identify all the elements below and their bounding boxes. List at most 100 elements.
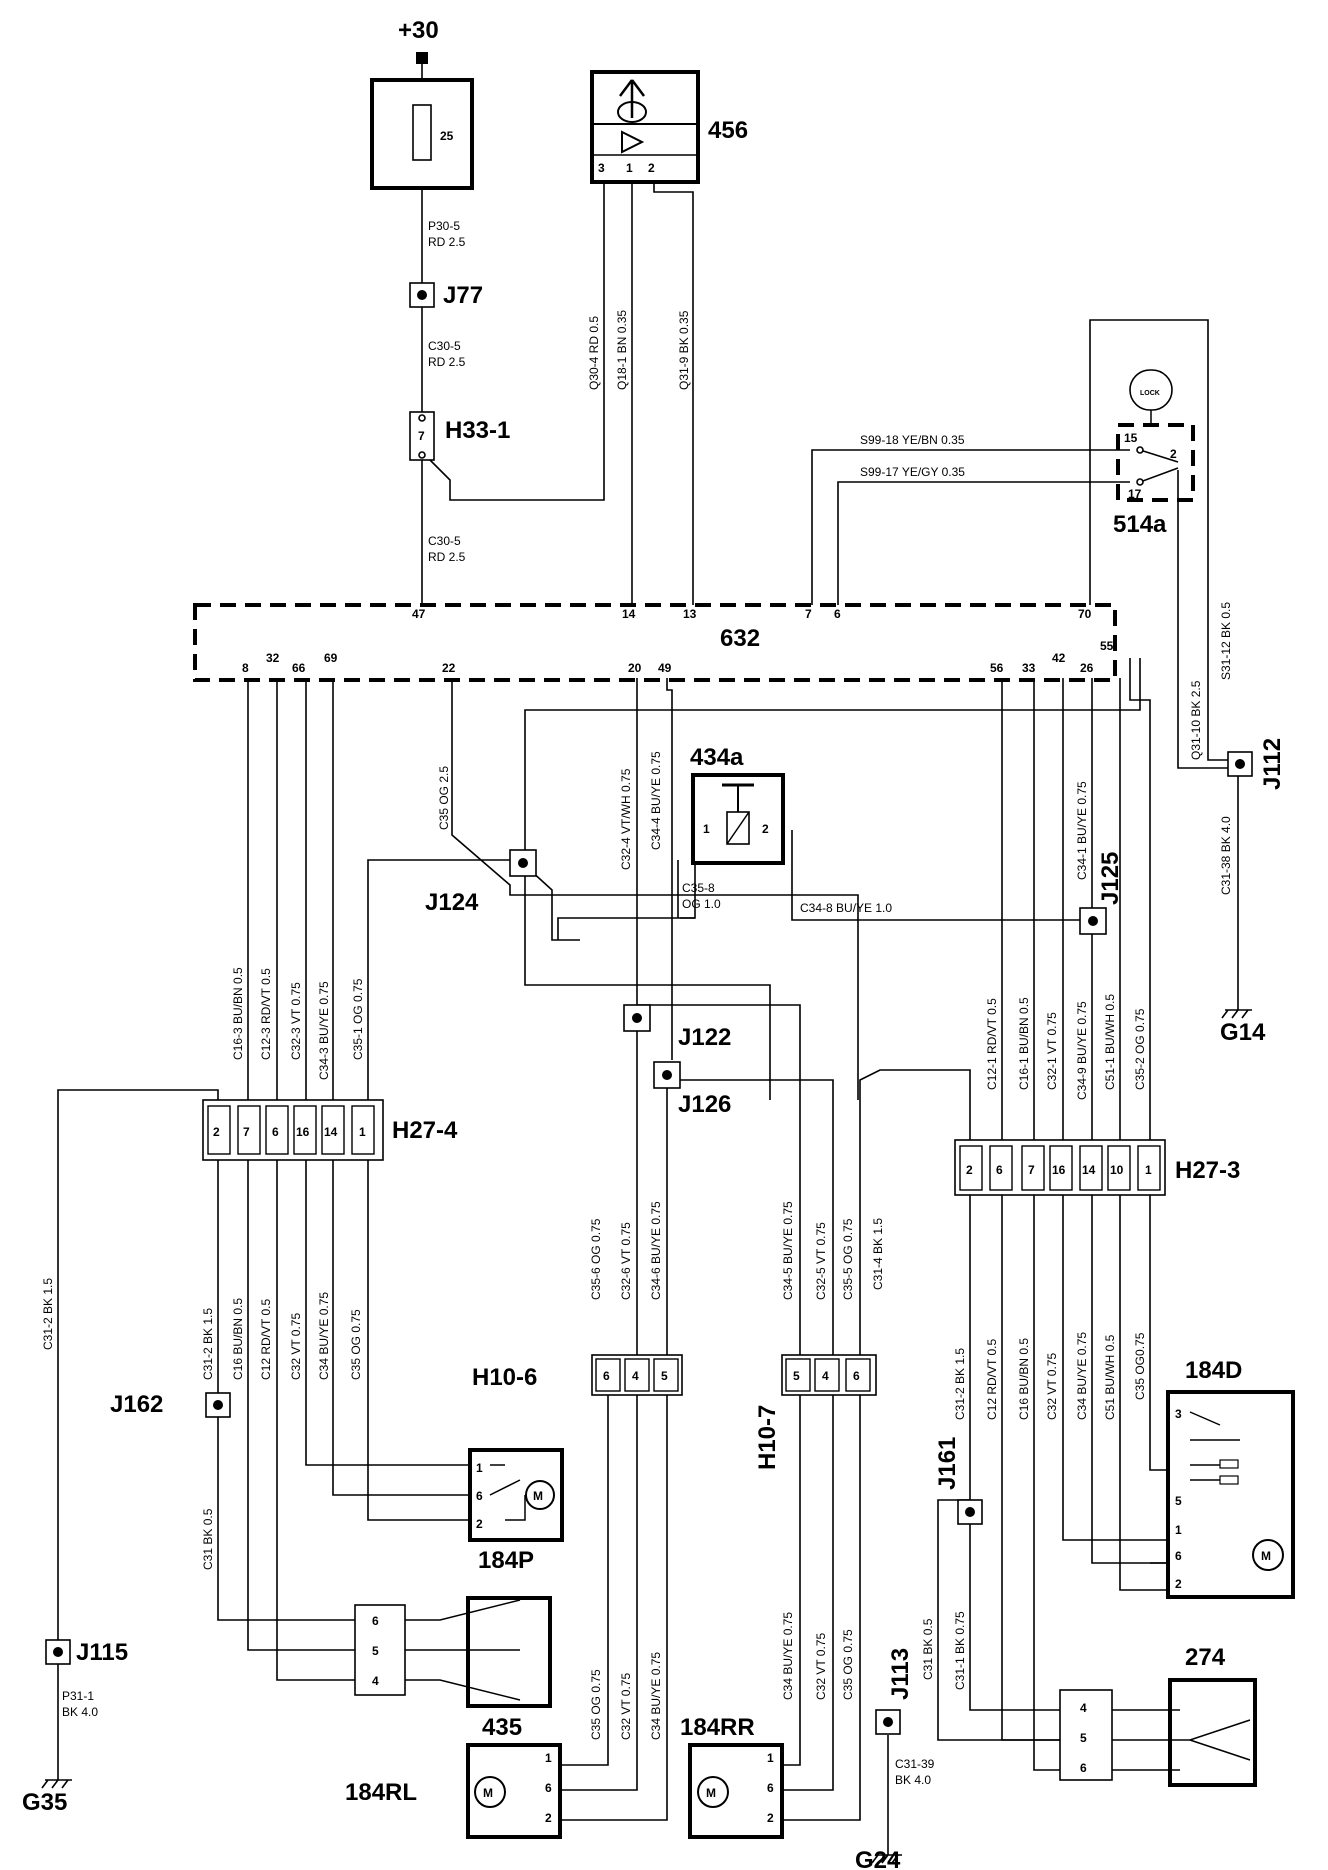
svg-text:C32-5 VT 0.75: C32-5 VT 0.75 bbox=[814, 1222, 828, 1300]
svg-text:J161: J161 bbox=[934, 1437, 961, 1490]
svg-text:55: 55 bbox=[1100, 639, 1114, 653]
svg-text:274: 274 bbox=[1185, 1644, 1226, 1671]
svg-text:G14: G14 bbox=[1220, 1019, 1266, 1046]
svg-text:C35-5 OG 0.75: C35-5 OG 0.75 bbox=[841, 1218, 855, 1300]
svg-text:H33-1: H33-1 bbox=[445, 417, 510, 444]
svg-text:5: 5 bbox=[793, 1369, 800, 1383]
svg-text:Q31-9 BK 0.35: Q31-9 BK 0.35 bbox=[677, 310, 691, 390]
svg-text:C32-6 VT 0.75: C32-6 VT 0.75 bbox=[619, 1222, 633, 1300]
svg-text:RD 2.5: RD 2.5 bbox=[428, 355, 466, 369]
svg-text:C16 BU/BN 0.5: C16 BU/BN 0.5 bbox=[1017, 1338, 1031, 1420]
svg-text:4: 4 bbox=[632, 1369, 639, 1383]
svg-text:C34 BU/YE 0.75: C34 BU/YE 0.75 bbox=[317, 1292, 331, 1380]
svg-text:2: 2 bbox=[767, 1811, 774, 1825]
svg-text:Q18-1 BN 0.35: Q18-1 BN 0.35 bbox=[615, 310, 629, 390]
svg-text:1: 1 bbox=[626, 161, 633, 175]
svg-text:17: 17 bbox=[1128, 487, 1142, 501]
junction-j126: J126 bbox=[653, 1061, 731, 1118]
svg-text:6: 6 bbox=[767, 1781, 774, 1795]
svg-text:49: 49 bbox=[658, 661, 672, 675]
svg-text:6: 6 bbox=[603, 1369, 610, 1383]
svg-text:6: 6 bbox=[853, 1369, 860, 1383]
svg-text:47: 47 bbox=[412, 607, 426, 621]
svg-text:6: 6 bbox=[476, 1489, 483, 1503]
switch-435: 435 bbox=[405, 1596, 552, 1741]
svg-text:C12-3 RD/VT 0.5: C12-3 RD/VT 0.5 bbox=[259, 968, 273, 1060]
svg-text:1: 1 bbox=[1175, 1523, 1182, 1537]
svg-text:7: 7 bbox=[1028, 1163, 1035, 1177]
svg-text:C32 VT 0.75: C32 VT 0.75 bbox=[619, 1673, 633, 1740]
svg-text:BK 4.0: BK 4.0 bbox=[895, 1773, 931, 1787]
svg-text:C34-5 BU/YE 0.75: C34-5 BU/YE 0.75 bbox=[781, 1201, 795, 1300]
svg-text:C34-9 BU/YE 0.75: C34-9 BU/YE 0.75 bbox=[1075, 1001, 1089, 1100]
connector-h27-4: 2 7 6 16 14 1 H27-4 bbox=[202, 1099, 458, 1161]
svg-text:32: 32 bbox=[266, 651, 280, 665]
svg-text:66: 66 bbox=[292, 661, 306, 675]
svg-text:6: 6 bbox=[545, 1781, 552, 1795]
svg-text:14: 14 bbox=[622, 607, 636, 621]
wires bbox=[57, 58, 1252, 1855]
svg-text:C34-1 BU/YE 0.75: C34-1 BU/YE 0.75 bbox=[1075, 781, 1089, 880]
svg-text:C34-6 BU/YE 0.75: C34-6 BU/YE 0.75 bbox=[649, 1201, 663, 1300]
ecu-632: 632 47 14 13 7 6 70 8 32 66 69 22 20 49 … bbox=[193, 603, 1117, 682]
svg-text:1: 1 bbox=[359, 1125, 366, 1139]
svg-text:2: 2 bbox=[762, 822, 769, 836]
svg-text:434a: 434a bbox=[690, 744, 744, 771]
svg-text:2: 2 bbox=[648, 161, 655, 175]
svg-text:15: 15 bbox=[1124, 431, 1138, 445]
svg-text:C31-38 BK 4.0: C31-38 BK 4.0 bbox=[1219, 816, 1233, 895]
svg-text:M: M bbox=[533, 1489, 543, 1503]
svg-text:20: 20 bbox=[628, 661, 642, 675]
svg-text:S99-18 YE/BN 0.35: S99-18 YE/BN 0.35 bbox=[860, 433, 965, 447]
svg-text:C31-2 BK 1.5: C31-2 BK 1.5 bbox=[953, 1348, 967, 1420]
junction-j124: J124 bbox=[425, 849, 537, 916]
svg-text:6: 6 bbox=[996, 1163, 1003, 1177]
svg-text:C34 BU/YE 0.75: C34 BU/YE 0.75 bbox=[781, 1612, 795, 1700]
wire-p30: P30-5 bbox=[428, 219, 460, 233]
supply-fuse: +30 25 P30-5 RD 2.5 bbox=[370, 17, 474, 249]
svg-text:2: 2 bbox=[213, 1125, 220, 1139]
svg-text:C12 RD/VT 0.5: C12 RD/VT 0.5 bbox=[985, 1339, 999, 1420]
svg-text:J112: J112 bbox=[1259, 738, 1286, 790]
svg-text:184RR: 184RR bbox=[680, 1714, 755, 1741]
svg-text:7: 7 bbox=[243, 1125, 250, 1139]
svg-text:H27-3: H27-3 bbox=[1175, 1157, 1240, 1184]
svg-text:C31-2 BK 1.5: C31-2 BK 1.5 bbox=[41, 1278, 55, 1350]
svg-text:14: 14 bbox=[1082, 1163, 1096, 1177]
relay-434a: 434a 1 2 bbox=[690, 744, 785, 865]
svg-text:M: M bbox=[1261, 1549, 1271, 1563]
junction-j125: J125 bbox=[1079, 852, 1124, 935]
component-456: 3 1 2 456 bbox=[590, 70, 748, 184]
svg-text:S31-12 BK 0.5: S31-12 BK 0.5 bbox=[1219, 602, 1233, 680]
svg-text:C32 VT 0.75: C32 VT 0.75 bbox=[814, 1633, 828, 1700]
svg-text:456: 456 bbox=[708, 117, 748, 144]
junction-j112: J112 bbox=[1227, 738, 1286, 790]
svg-text:G35: G35 bbox=[22, 1789, 67, 1816]
svg-text:C31 BK 0.5: C31 BK 0.5 bbox=[921, 1618, 935, 1680]
svg-text:2: 2 bbox=[476, 1517, 483, 1531]
junction-j122: J122 bbox=[623, 1004, 731, 1051]
connector-h27-3: 2 6 7 16 14 10 1 H27-3 bbox=[954, 1139, 1240, 1196]
svg-text:1: 1 bbox=[767, 1751, 774, 1765]
svg-text:C30-5: C30-5 bbox=[428, 534, 461, 548]
svg-text:C35-2 OG 0.75: C35-2 OG 0.75 bbox=[1133, 1008, 1147, 1090]
svg-text:5: 5 bbox=[661, 1369, 668, 1383]
svg-text:C51-1 BU/WH 0.5: C51-1 BU/WH 0.5 bbox=[1103, 994, 1117, 1090]
junction-j161: J161 bbox=[934, 1437, 983, 1525]
svg-text:33: 33 bbox=[1022, 661, 1036, 675]
svg-text:C31-4 BK 1.5: C31-4 BK 1.5 bbox=[871, 1218, 885, 1290]
svg-text:J115: J115 bbox=[76, 1639, 128, 1666]
switch-514a: LOCK 15 2 17 514a bbox=[1113, 369, 1195, 538]
svg-text:2: 2 bbox=[966, 1163, 973, 1177]
svg-text:C34 BU/YE 0.75: C34 BU/YE 0.75 bbox=[649, 1652, 663, 1740]
svg-text:C51 BU/WH 0.5: C51 BU/WH 0.5 bbox=[1103, 1334, 1117, 1420]
ground-g35: G35 bbox=[22, 1779, 72, 1816]
svg-text:C32-1 VT 0.75: C32-1 VT 0.75 bbox=[1045, 1012, 1059, 1090]
svg-text:C31-2 BK 1.5: C31-2 BK 1.5 bbox=[201, 1308, 215, 1380]
ground-g14: G14 bbox=[1220, 1009, 1266, 1046]
svg-text:69: 69 bbox=[324, 651, 338, 665]
svg-text:C32-3 VT 0.75: C32-3 VT 0.75 bbox=[289, 982, 303, 1060]
connector-h10-6: 6 4 5 H10-6 bbox=[472, 1354, 683, 1396]
svg-text:6: 6 bbox=[834, 607, 841, 621]
svg-text:C34 BU/YE 0.75: C34 BU/YE 0.75 bbox=[1075, 1332, 1089, 1420]
